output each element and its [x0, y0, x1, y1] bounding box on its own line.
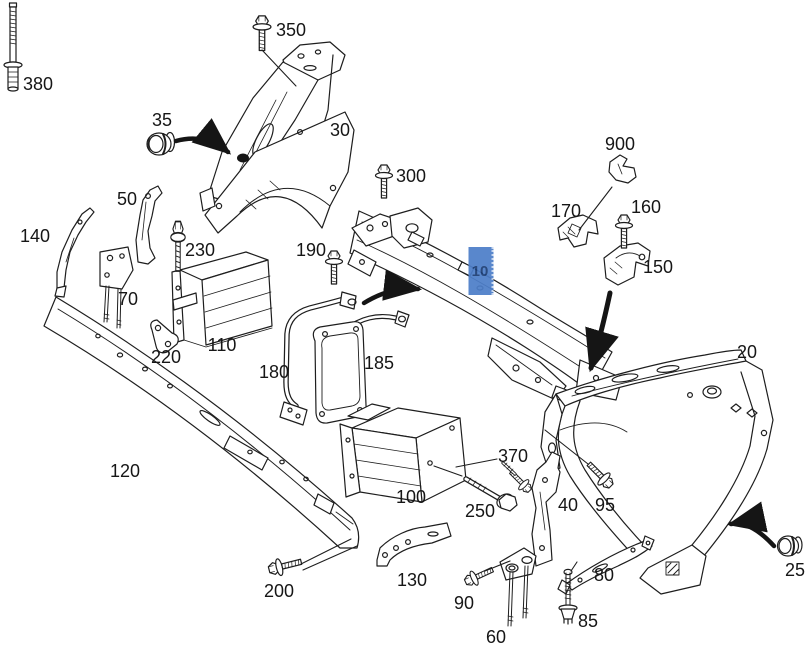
part-label-250[interactable]: 250 [464, 501, 496, 521]
arrow-to-part-10 [361, 269, 423, 306]
part-label-140[interactable]: 140 [19, 226, 51, 246]
part-label-80[interactable]: 80 [593, 565, 615, 585]
part-170-drawing [557, 214, 599, 248]
part-100-drawing [339, 403, 467, 503]
bolt-380-drawing [3, 2, 23, 92]
part-130-drawing [376, 522, 452, 567]
part-label-10[interactable]: 10 [468, 247, 494, 295]
part-label-20[interactable]: 20 [736, 342, 758, 362]
part-40-drawing [531, 451, 561, 567]
part-label-185[interactable]: 185 [363, 353, 395, 373]
part-label-95[interactable]: 95 [594, 495, 616, 515]
part-label-120[interactable]: 120 [109, 461, 141, 481]
part-label-300[interactable]: 300 [395, 166, 427, 186]
part-label-150[interactable]: 150 [642, 257, 674, 277]
part-110-drawing [171, 251, 273, 348]
part-180-drawing [279, 291, 357, 426]
part-140-drawing [54, 207, 95, 298]
part-185-drawing [312, 310, 410, 424]
part-label-110[interactable]: 110 [207, 335, 237, 355]
part-label-100[interactable]: 100 [395, 487, 427, 507]
part-label-85[interactable]: 85 [577, 611, 599, 631]
part-label-170[interactable]: 170 [550, 201, 582, 221]
part-900-drawing [608, 154, 637, 184]
bolt-250-drawing [463, 476, 518, 512]
part-label-50[interactable]: 50 [116, 189, 138, 209]
part-20-drawing [540, 349, 774, 595]
leader-lines [261, 49, 613, 572]
part-label-200[interactable]: 200 [263, 581, 295, 601]
part-label-350[interactable]: 350 [275, 20, 307, 40]
part-label-70[interactable]: 70 [117, 289, 139, 309]
part-60-drawing [499, 547, 537, 627]
part-80-drawing [557, 535, 655, 595]
part-150-drawing [603, 242, 651, 286]
grommet-25-drawing [776, 535, 803, 557]
part-label-40[interactable]: 40 [557, 495, 579, 515]
part-label-190[interactable]: 190 [295, 240, 327, 260]
part-label-130[interactable]: 130 [396, 570, 428, 590]
part-220-drawing [150, 319, 179, 354]
part-70-drawing [99, 246, 134, 329]
part-50-drawing [135, 185, 163, 265]
arrow-from-part-150 [585, 290, 619, 373]
arrow-from-part-25 [727, 501, 777, 549]
part-label-30[interactable]: 30 [329, 120, 351, 140]
part-label-35[interactable]: 35 [151, 110, 173, 130]
part-label-370[interactable]: 370 [497, 446, 529, 466]
part-label-90[interactable]: 90 [453, 593, 475, 613]
part-label-180[interactable]: 180 [258, 362, 290, 382]
part-label-25[interactable]: 25 [784, 560, 806, 580]
part-label-60[interactable]: 60 [485, 627, 507, 647]
part-30-drawing [199, 41, 355, 234]
grommet-35-drawing [146, 131, 176, 156]
part-120-drawing [43, 296, 360, 549]
arrow-to-part-35 [173, 118, 232, 155]
screw-370-drawing [501, 461, 517, 476]
part-label-230[interactable]: 230 [184, 240, 216, 260]
part-label-380[interactable]: 380 [22, 74, 54, 94]
part-label-900[interactable]: 900 [604, 134, 636, 154]
screw-85-drawing [558, 568, 578, 625]
part-label-220[interactable]: 220 [150, 347, 182, 367]
part-label-160[interactable]: 160 [630, 197, 662, 217]
